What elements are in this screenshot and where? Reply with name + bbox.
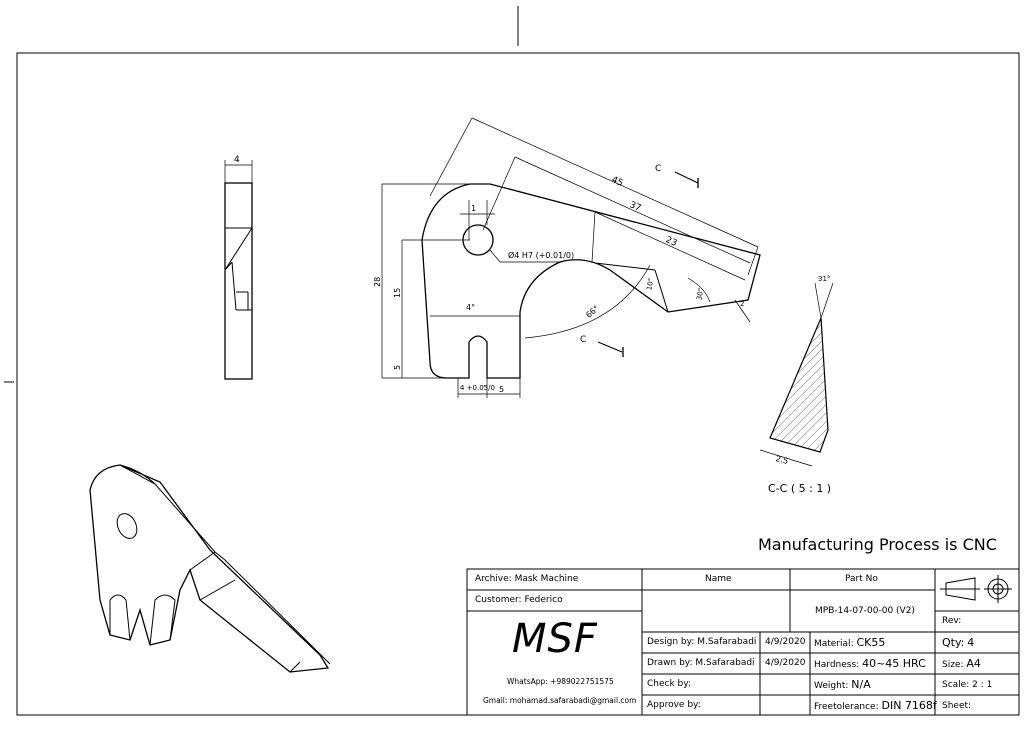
company-logo: MSF [512, 616, 598, 662]
dim-45: 45 [610, 175, 625, 189]
dim-5-bottom: 5 [499, 385, 504, 394]
whatsapp-contact: WhatsApp: +989022751575 [507, 677, 614, 686]
dim-2: 2 [740, 300, 744, 308]
process-note: Manufacturing Process is CNC [758, 535, 997, 554]
side-view: 4 [224, 155, 253, 380]
qty-label: Qty: [942, 636, 965, 649]
check-by-field: Check by: [647, 679, 691, 689]
part-number: MPB-14-07-00-00 (V2) [815, 606, 915, 616]
dim-15: 15 [393, 288, 402, 298]
hardness-label: Hardness: [814, 660, 860, 670]
drawn-date: 4/9/2020 [765, 658, 806, 668]
size-field: Size: A4 [942, 657, 981, 670]
dim-section-angle: 31° [818, 275, 830, 283]
qty-value: 4 [967, 636, 975, 649]
title-block [466, 568, 1020, 716]
projection-symbol-icon [940, 575, 1012, 603]
weight-value: N/A [851, 678, 871, 691]
hardness-field: Hardness: 40~45 HRC [814, 657, 926, 670]
design-by-field: Design by: M.Safarabadi [647, 637, 757, 647]
section-marker-bottom: C [580, 335, 586, 345]
customer-field: Customer: Federico [475, 595, 563, 605]
dim-hole-callout: Ø4 H7 (+0.01/0) [508, 250, 574, 260]
section-label: C-C ( 5 : 1 ) [768, 482, 831, 495]
gmail-contact: Gmail: mohamad.safarabadi@gmail.com [483, 696, 637, 705]
material-field: Material: CK55 [814, 636, 885, 649]
hardness-value: 40~45 HRC [862, 657, 926, 670]
dim-28: 28 [373, 277, 382, 287]
section-marker-top: C [655, 164, 661, 174]
dim-37: 37 [628, 200, 643, 214]
weight-label: Weight: [814, 681, 849, 691]
dim-side-width: 4 [234, 155, 240, 165]
dim-1: 1 [471, 204, 476, 213]
partno-header: Part No [845, 574, 878, 584]
rev-field: Rev: [942, 616, 962, 626]
dim-section-width: 2.5 [775, 454, 790, 466]
size-label: Size: [942, 660, 964, 670]
material-value: CK55 [856, 636, 886, 649]
dim-angle-30: 30° [695, 287, 705, 301]
dim-5-left: 5 [393, 365, 402, 370]
material-label: Material: [814, 639, 854, 649]
design-date: 4/9/2020 [765, 637, 806, 647]
section-view: 31° 2.5 C-C ( 5 : 1 ) [759, 275, 834, 495]
sheet-field: Sheet: [942, 701, 972, 711]
archive-field: Archive: Mask Machine [475, 574, 579, 584]
tolerance-label: Freetolerance: [814, 702, 879, 712]
drawn-by-field: Drawn by: M.Safarabadi [647, 658, 755, 668]
name-header: Name [705, 574, 732, 584]
dim-angle-10: 10° [645, 277, 655, 291]
size-value: A4 [966, 657, 981, 670]
isometric-view [89, 464, 331, 673]
dim-23: 23 [664, 235, 679, 249]
dim-angle-4: 4° [466, 303, 475, 312]
tolerance-field: Freetolerance: DIN 7168f [814, 699, 937, 712]
qty-field: Qty: 4 [942, 636, 974, 649]
weight-field: Weight: N/A [814, 678, 871, 691]
scale-field: Scale: 2 : 1 [942, 680, 993, 690]
dim-slot-width: 4 +0.05/0 [460, 384, 495, 392]
approve-by-field: Approve by: [647, 700, 701, 710]
tolerance-value: DIN 7168f [881, 699, 937, 712]
